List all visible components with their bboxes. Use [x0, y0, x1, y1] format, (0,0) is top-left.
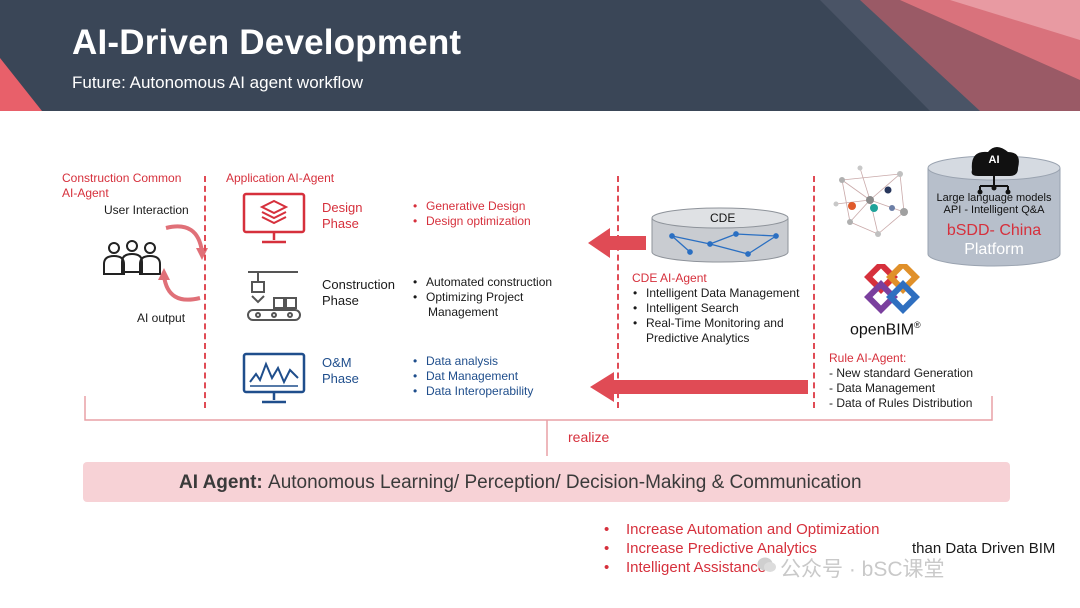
- rule-agent-list: - New standard Generation - Data Managem…: [829, 366, 973, 411]
- ai-agent-bold: AI Agent:: [179, 472, 263, 493]
- outcomes-side-text: than Data Driven BIM: [912, 540, 1056, 557]
- header-background: [0, 0, 1080, 111]
- list-item: Dat Management: [411, 369, 533, 384]
- user-interaction-label: User Interaction: [104, 203, 189, 217]
- watermark: 公众号 · bSC课堂: [780, 558, 945, 581]
- design-phase-list: Generative Design Design optimization: [411, 199, 531, 229]
- llm-description: Large language models API - Intelligent …: [936, 192, 1052, 216]
- divider-cde-left: [617, 176, 619, 408]
- users-group-icon: [103, 240, 161, 275]
- list-item: Intelligent Search: [631, 301, 799, 316]
- list-item: - New standard Generation: [829, 366, 974, 380]
- monitor-chart-icon: [242, 352, 306, 404]
- application-agent-title: Application AI-Agent: [226, 171, 335, 185]
- list-item: Automated construction: [411, 275, 552, 290]
- list-item: Data analysis: [411, 354, 533, 369]
- header-banner: AI-Driven Development Future: Autonomous…: [0, 0, 1080, 111]
- openbim-label: openBIM®: [850, 320, 921, 339]
- realize-label: realize: [568, 429, 610, 445]
- om-phase-label: O&M Phase: [322, 355, 359, 386]
- cde-agent-title: CDE AI-Agent: [632, 271, 707, 285]
- list-item: - Data of Rules Distribution: [829, 396, 973, 410]
- bsdd-platform-label: bSDD- China Platform: [946, 222, 1042, 258]
- cde-database-icon: [651, 207, 789, 263]
- llm-database-icon: [927, 147, 1061, 267]
- monitor-layers-icon: [242, 192, 306, 244]
- cycle-arrows-icon: [158, 224, 208, 302]
- long-arrow-left-icon: [590, 372, 808, 402]
- wechat-icon: [757, 557, 776, 572]
- arrow-left-icon: [588, 228, 646, 258]
- ai-cloud-icon: [971, 147, 1019, 195]
- cde-agent-list: Intelligent Data Management Intelligent …: [631, 286, 799, 331]
- ai-badge: AI: [988, 154, 1000, 166]
- divider-left: [204, 176, 206, 408]
- design-phase-label: Design Phase: [322, 200, 363, 231]
- page-subtitle: Future: Autonomous AI agent workflow: [72, 73, 364, 92]
- list-item: Increase Automation and Optimization: [601, 520, 879, 539]
- divider-cde-right: [813, 176, 815, 408]
- cde-label: CDE: [710, 211, 736, 225]
- left-agent-title: Construction Common AI-Agent: [62, 171, 182, 200]
- list-item: Intelligent Assistance: [601, 558, 879, 577]
- ai-agent-bar: AI Agent: Autonomous Learning/ Perceptio…: [83, 462, 1010, 502]
- list-item: Optimizing Project: [411, 290, 552, 305]
- construction-item-continuation: Management: [428, 305, 499, 319]
- conveyor-robot-icon: [247, 271, 301, 321]
- realize-bracket: [84, 396, 993, 456]
- om-phase-list: Data analysis Dat Management Data Intero…: [411, 354, 533, 399]
- list-item: - Data Management: [829, 381, 936, 395]
- openbim-logo-icon: [864, 264, 920, 314]
- page-title: AI-Driven Development: [72, 23, 462, 62]
- ai-agent-text: Autonomous Learning/ Perception/ Decisio…: [268, 472, 862, 493]
- network-graph-icon: [833, 165, 908, 237]
- list-item: Increase Predictive Analytics: [601, 539, 879, 558]
- list-item: Design optimization: [411, 214, 531, 229]
- outcomes-list: Increase Automation and Optimization Inc…: [601, 520, 879, 577]
- rule-agent-title: Rule AI-Agent:: [829, 351, 907, 365]
- list-item: Real-Time Monitoring and: [631, 316, 799, 331]
- construction-phase-list: Automated construction Optimizing Projec…: [411, 275, 552, 305]
- ai-output-label: AI output: [137, 311, 186, 325]
- construction-phase-label: Construction Phase: [322, 277, 395, 308]
- cde-item-continuation: Predictive Analytics: [646, 331, 750, 345]
- list-item: Data Interoperability: [411, 384, 533, 399]
- list-item: Generative Design: [411, 199, 531, 214]
- list-item: Intelligent Data Management: [631, 286, 799, 301]
